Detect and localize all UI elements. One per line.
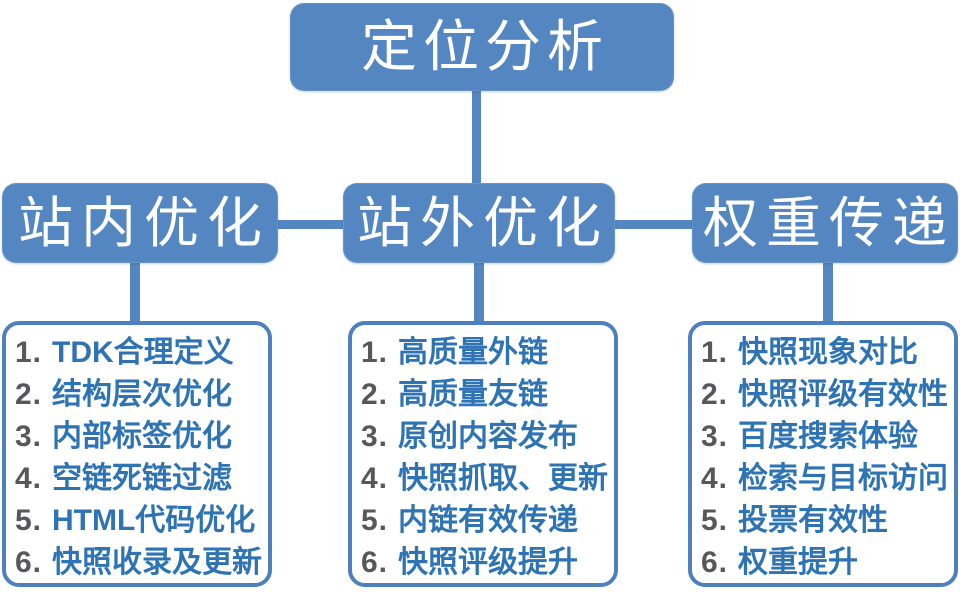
item-text: 快照现象对比 xyxy=(738,336,918,369)
item-list: 1. 高质量外链 2. 高质量友链 3. 原创内容发布 4. 快照抓取、更新 5… xyxy=(352,325,614,584)
branch-node-label: 权重传递 xyxy=(702,191,955,254)
connector-onsite-to-list xyxy=(130,260,140,322)
list-item: 3. 内部标签优化 xyxy=(15,416,264,458)
list-item: 5. 内链有效传递 xyxy=(361,500,610,542)
list-item: 2. 结构层次优化 xyxy=(15,374,264,416)
item-number: 2. xyxy=(701,378,729,411)
connector-weight-to-list xyxy=(823,260,833,322)
item-text: 高质量友链 xyxy=(398,378,548,411)
list-item: 2. 高质量友链 xyxy=(361,374,610,416)
connector-offsite-to-weight xyxy=(614,220,693,229)
item-number: 4. xyxy=(361,462,389,495)
root-node-label: 定位分析 xyxy=(361,15,609,78)
list-box-offsite-optimization: 1. 高质量外链 2. 高质量友链 3. 原创内容发布 4. 快照抓取、更新 5… xyxy=(348,321,618,587)
item-number: 1. xyxy=(15,336,43,369)
connector-onsite-to-offsite xyxy=(276,220,344,229)
list-item: 5. HTML代码优化 xyxy=(15,500,264,542)
item-number: 2. xyxy=(361,378,389,411)
branch-node-onsite-optimization: 站内优化 xyxy=(2,183,278,263)
item-text: 高质量外链 xyxy=(398,336,548,369)
list-item: 1. 快照现象对比 xyxy=(701,332,950,374)
list-item: 1. 高质量外链 xyxy=(361,332,610,374)
item-text: 权重提升 xyxy=(738,546,858,579)
item-text: 原创内容发布 xyxy=(398,420,578,453)
connector-root-to-offsite xyxy=(472,90,481,184)
list-item: 4. 检索与目标访问 xyxy=(701,458,950,500)
item-text: 快照收录及更新 xyxy=(52,546,262,579)
item-number: 3. xyxy=(361,420,389,453)
list-item: 1. TDK合理定义 xyxy=(15,332,264,374)
item-number: 1. xyxy=(361,336,389,369)
list-item: 6. 快照评级提升 xyxy=(361,542,610,584)
item-number: 6. xyxy=(701,546,729,579)
list-item: 5. 投票有效性 xyxy=(701,500,950,542)
item-number: 4. xyxy=(15,462,43,495)
branch-node-label: 站外优化 xyxy=(356,191,609,254)
item-number: 5. xyxy=(701,504,729,537)
item-text: 快照评级有效性 xyxy=(738,378,948,411)
item-number: 5. xyxy=(361,504,389,537)
list-item: 4. 快照抓取、更新 xyxy=(361,458,610,500)
list-item: 3. 百度搜索体验 xyxy=(701,416,950,458)
list-item: 2. 快照评级有效性 xyxy=(701,374,950,416)
item-text: 快照抓取、更新 xyxy=(398,462,608,495)
item-number: 4. xyxy=(701,462,729,495)
item-text: TDK合理定义 xyxy=(52,336,234,369)
list-item: 4. 空链死链过滤 xyxy=(15,458,264,500)
item-text: 结构层次优化 xyxy=(52,378,232,411)
list-item: 3. 原创内容发布 xyxy=(361,416,610,458)
item-number: 1. xyxy=(701,336,729,369)
item-number: 2. xyxy=(15,378,43,411)
item-number: 3. xyxy=(15,420,43,453)
item-number: 6. xyxy=(361,546,389,579)
connector-offsite-to-list xyxy=(474,260,484,322)
branch-node-offsite-optimization: 站外优化 xyxy=(343,183,615,263)
item-text: 空链死链过滤 xyxy=(52,462,232,495)
item-list: 1. 快照现象对比 2. 快照评级有效性 3. 百度搜索体验 4. 检索与目标访… xyxy=(692,325,954,584)
item-text: 内链有效传递 xyxy=(398,504,578,537)
list-item: 6. 快照收录及更新 xyxy=(15,542,264,584)
list-item: 6. 权重提升 xyxy=(701,542,950,584)
item-text: 投票有效性 xyxy=(738,504,888,537)
item-number: 6. xyxy=(15,546,43,579)
item-text: 内部标签优化 xyxy=(52,420,232,453)
list-box-weight-transfer: 1. 快照现象对比 2. 快照评级有效性 3. 百度搜索体验 4. 检索与目标访… xyxy=(688,321,958,587)
list-box-onsite-optimization: 1. TDK合理定义 2. 结构层次优化 3. 内部标签优化 4. 空链死链过滤… xyxy=(2,321,272,587)
item-text: 检索与目标访问 xyxy=(738,462,948,495)
item-text: HTML代码优化 xyxy=(52,504,256,537)
item-text: 快照评级提升 xyxy=(398,546,578,579)
root-node-positioning-analysis: 定位分析 xyxy=(290,3,674,91)
item-number: 5. xyxy=(15,504,43,537)
branch-node-label: 站内优化 xyxy=(17,191,270,254)
item-list: 1. TDK合理定义 2. 结构层次优化 3. 内部标签优化 4. 空链死链过滤… xyxy=(6,325,268,584)
item-number: 3. xyxy=(701,420,729,453)
item-text: 百度搜索体验 xyxy=(738,420,918,453)
branch-node-weight-transfer: 权重传递 xyxy=(692,183,958,263)
